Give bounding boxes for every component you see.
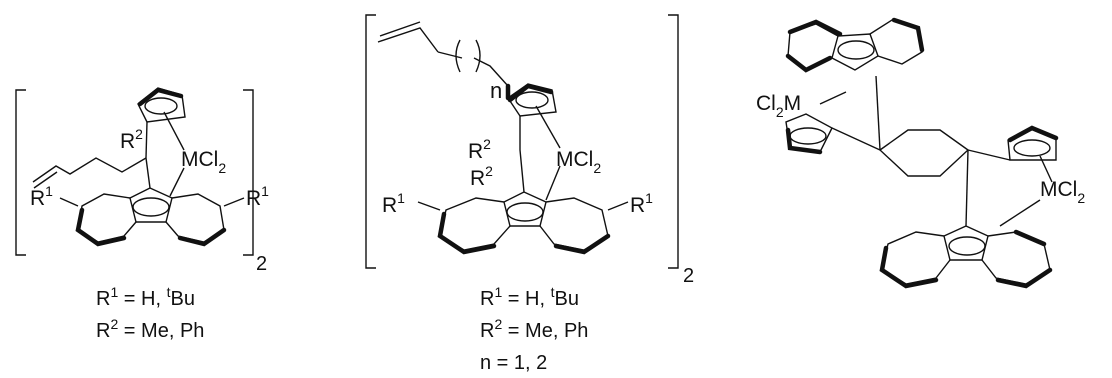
vinyl-group bbox=[377, 27, 439, 53]
metal-left-label: Cl2M bbox=[756, 92, 801, 120]
bridge-bonds bbox=[519, 116, 525, 193]
bridge-to-fluorenyl bbox=[145, 157, 151, 189]
r2-label-bottom: R2 bbox=[470, 163, 493, 190]
bridge-to-cp bbox=[145, 121, 148, 159]
left-bracket bbox=[15, 89, 26, 256]
structure-b: 2 n R2 R2 bbox=[365, 14, 694, 374]
fluorenyl-metal-bond bbox=[169, 167, 185, 197]
metal-bond-right bbox=[1039, 155, 1053, 183]
r1-left-label: R1 bbox=[382, 190, 405, 217]
cp-ring bbox=[137, 87, 186, 123]
bridge-bottom bbox=[965, 149, 969, 227]
metal-bond-bottom bbox=[999, 199, 1041, 227]
vinyl-double-bond bbox=[33, 171, 58, 189]
butenyl-chain bbox=[32, 157, 147, 183]
r1-right-label: R1 bbox=[246, 183, 269, 210]
left-bracket bbox=[365, 14, 376, 269]
r1-bond-left bbox=[59, 197, 79, 207]
metal-label: MCl2 bbox=[556, 148, 601, 176]
fluorenyl bbox=[417, 191, 629, 255]
caption-r1: R1 = H, tBu bbox=[480, 284, 579, 310]
r2-label-top: R2 bbox=[468, 136, 491, 163]
structure-c: Cl2M MCl2 bbox=[756, 17, 1085, 289]
vinyl-double-bond bbox=[379, 21, 421, 37]
caption-r2: R2 = Me, Ph bbox=[96, 316, 204, 342]
fluorenyl-metal-bond bbox=[545, 165, 561, 201]
bridge-right bbox=[967, 149, 1011, 161]
cp-metal-bond bbox=[163, 111, 185, 151]
bridge-top bbox=[875, 75, 881, 151]
metal-label: MCl2 bbox=[181, 148, 226, 176]
alkyl-chain bbox=[437, 51, 509, 87]
fluorenyl-bottom bbox=[879, 199, 1053, 289]
r1-bond-right bbox=[223, 197, 245, 207]
caption-n: n = 1, 2 bbox=[480, 352, 547, 374]
cp-ring bbox=[505, 83, 557, 117]
r1-left-label: R1 bbox=[30, 183, 53, 210]
bracket-subscript: 2 bbox=[683, 265, 694, 287]
right-bracket bbox=[668, 14, 679, 269]
structure-a: 2 R2 MCl2 R1 R1 R bbox=[15, 87, 269, 342]
metal-bond-left bbox=[819, 91, 847, 105]
r2-label: R2 bbox=[120, 126, 143, 153]
cp-metal-bond bbox=[535, 105, 561, 149]
fluorenyl-top bbox=[785, 17, 925, 73]
cp-left bbox=[785, 113, 833, 155]
cp-right bbox=[1007, 125, 1059, 161]
metal-right-label: MCl2 bbox=[1040, 178, 1085, 206]
r1-right-label: R1 bbox=[630, 190, 653, 217]
right-bracket bbox=[243, 89, 254, 256]
chain-paren-right bbox=[475, 39, 481, 73]
chain-n-label: n bbox=[490, 78, 502, 103]
bracket-subscript: 2 bbox=[256, 253, 267, 275]
caption-r2: R2 = Me, Ph bbox=[480, 316, 588, 342]
caption-r1: R1 = H, tBu bbox=[96, 284, 195, 310]
fluorenyl bbox=[59, 187, 245, 247]
cyclohexane bbox=[878, 129, 970, 177]
bridge-left bbox=[831, 127, 881, 151]
chain-paren-left bbox=[455, 39, 461, 73]
